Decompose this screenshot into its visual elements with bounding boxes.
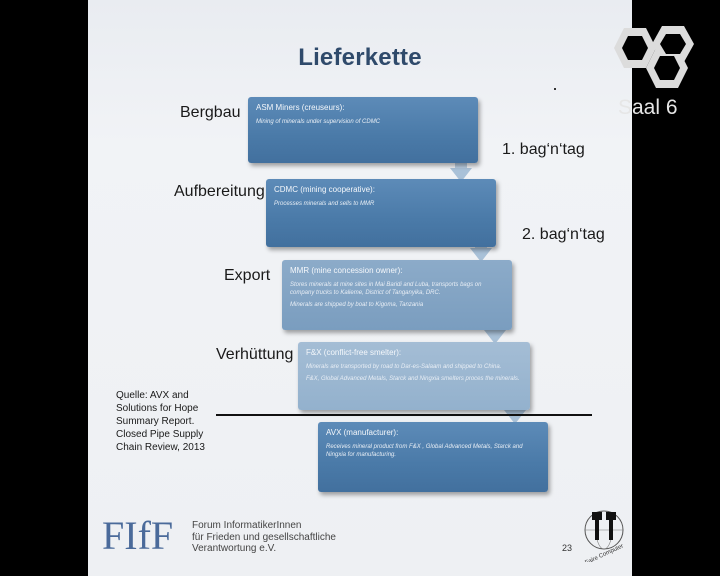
chain-box-mmr: MMR (mine concession owner): Stores mine… <box>282 260 512 330</box>
box-description: F&X, Global Advanced Metals, Starck and … <box>306 376 520 382</box>
chain-box-avx: AVX (manufacturer): Receives mineral pro… <box>318 422 548 492</box>
stage-label-aufbereitung: Aufbereitung <box>174 183 265 200</box>
slide-title: Lieferkette <box>298 44 422 71</box>
source-note: Quelle: AVX and Solutions for Hope Summa… <box>116 390 205 453</box>
faire-computer-logo: Faire Computer <box>584 510 625 562</box>
supply-chain-divider <box>216 414 592 416</box>
presentation-slide: Lieferkette Bergbau Aufbereitung Export … <box>88 0 632 576</box>
bag-n-tag-label-1: 1. bag‘n‘tag <box>502 141 585 158</box>
forum-line-2: für Frieden und gesellschaftliche <box>192 531 336 543</box>
slide-number: 23 <box>562 543 573 553</box>
chain-box-asm-miners: ASM Miners (creuseurs): Mining of minera… <box>248 97 478 163</box>
chain-box-cdmc: CDMC (mining cooperative): Processes min… <box>266 179 496 247</box>
box-heading: ASM Miners (creuseurs): <box>256 103 345 112</box>
stage-label-export: Export <box>224 267 271 284</box>
box-heading: CDMC (mining cooperative): <box>274 185 375 194</box>
box-description: Receives mineral product from F&X , Glob… <box>326 444 523 458</box>
bag-n-tag-label-2: 2. bag‘n‘tag <box>522 226 605 243</box>
box-heading: MMR (mine concession owner): <box>290 266 403 275</box>
faire-computer-text: Faire Computer <box>584 543 624 562</box>
box-heading: F&X (conflict-free smelter): <box>306 348 402 357</box>
stray-dot <box>554 88 556 90</box>
box-description: Mining of minerals under supervision of … <box>256 119 381 125</box>
forum-name: Forum InformatikerInnen für Frieden und … <box>192 520 336 555</box>
box-description: Minerals are shipped by boat to Kigoma, … <box>290 302 424 308</box>
forum-line-3: Verantwortung e.V. <box>192 543 277 554</box>
fiff-logo-text: FIfF <box>102 513 173 558</box>
ccc-room-logo-icon <box>614 26 694 88</box>
stage-label-verhuettung: Verhüttung <box>216 346 294 363</box>
box-description: Stores minerals at mine sites in Mai Bar… <box>290 282 482 296</box>
box-heading: AVX (manufacturer): <box>326 428 399 437</box>
box-description: Minerals are transported by road to Dar-… <box>306 364 502 370</box>
fiff-logo: FIfF <box>102 513 173 558</box>
forum-line-1: Forum InformatikerInnen <box>192 520 302 531</box>
box-description: Processes minerals and sells to MMR <box>274 201 375 207</box>
stage-label-bergbau: Bergbau <box>180 104 241 121</box>
chain-box-fx-smelter: F&X (conflict-free smelter): Minerals ar… <box>298 342 530 410</box>
room-label: Saal 6 <box>618 96 678 119</box>
